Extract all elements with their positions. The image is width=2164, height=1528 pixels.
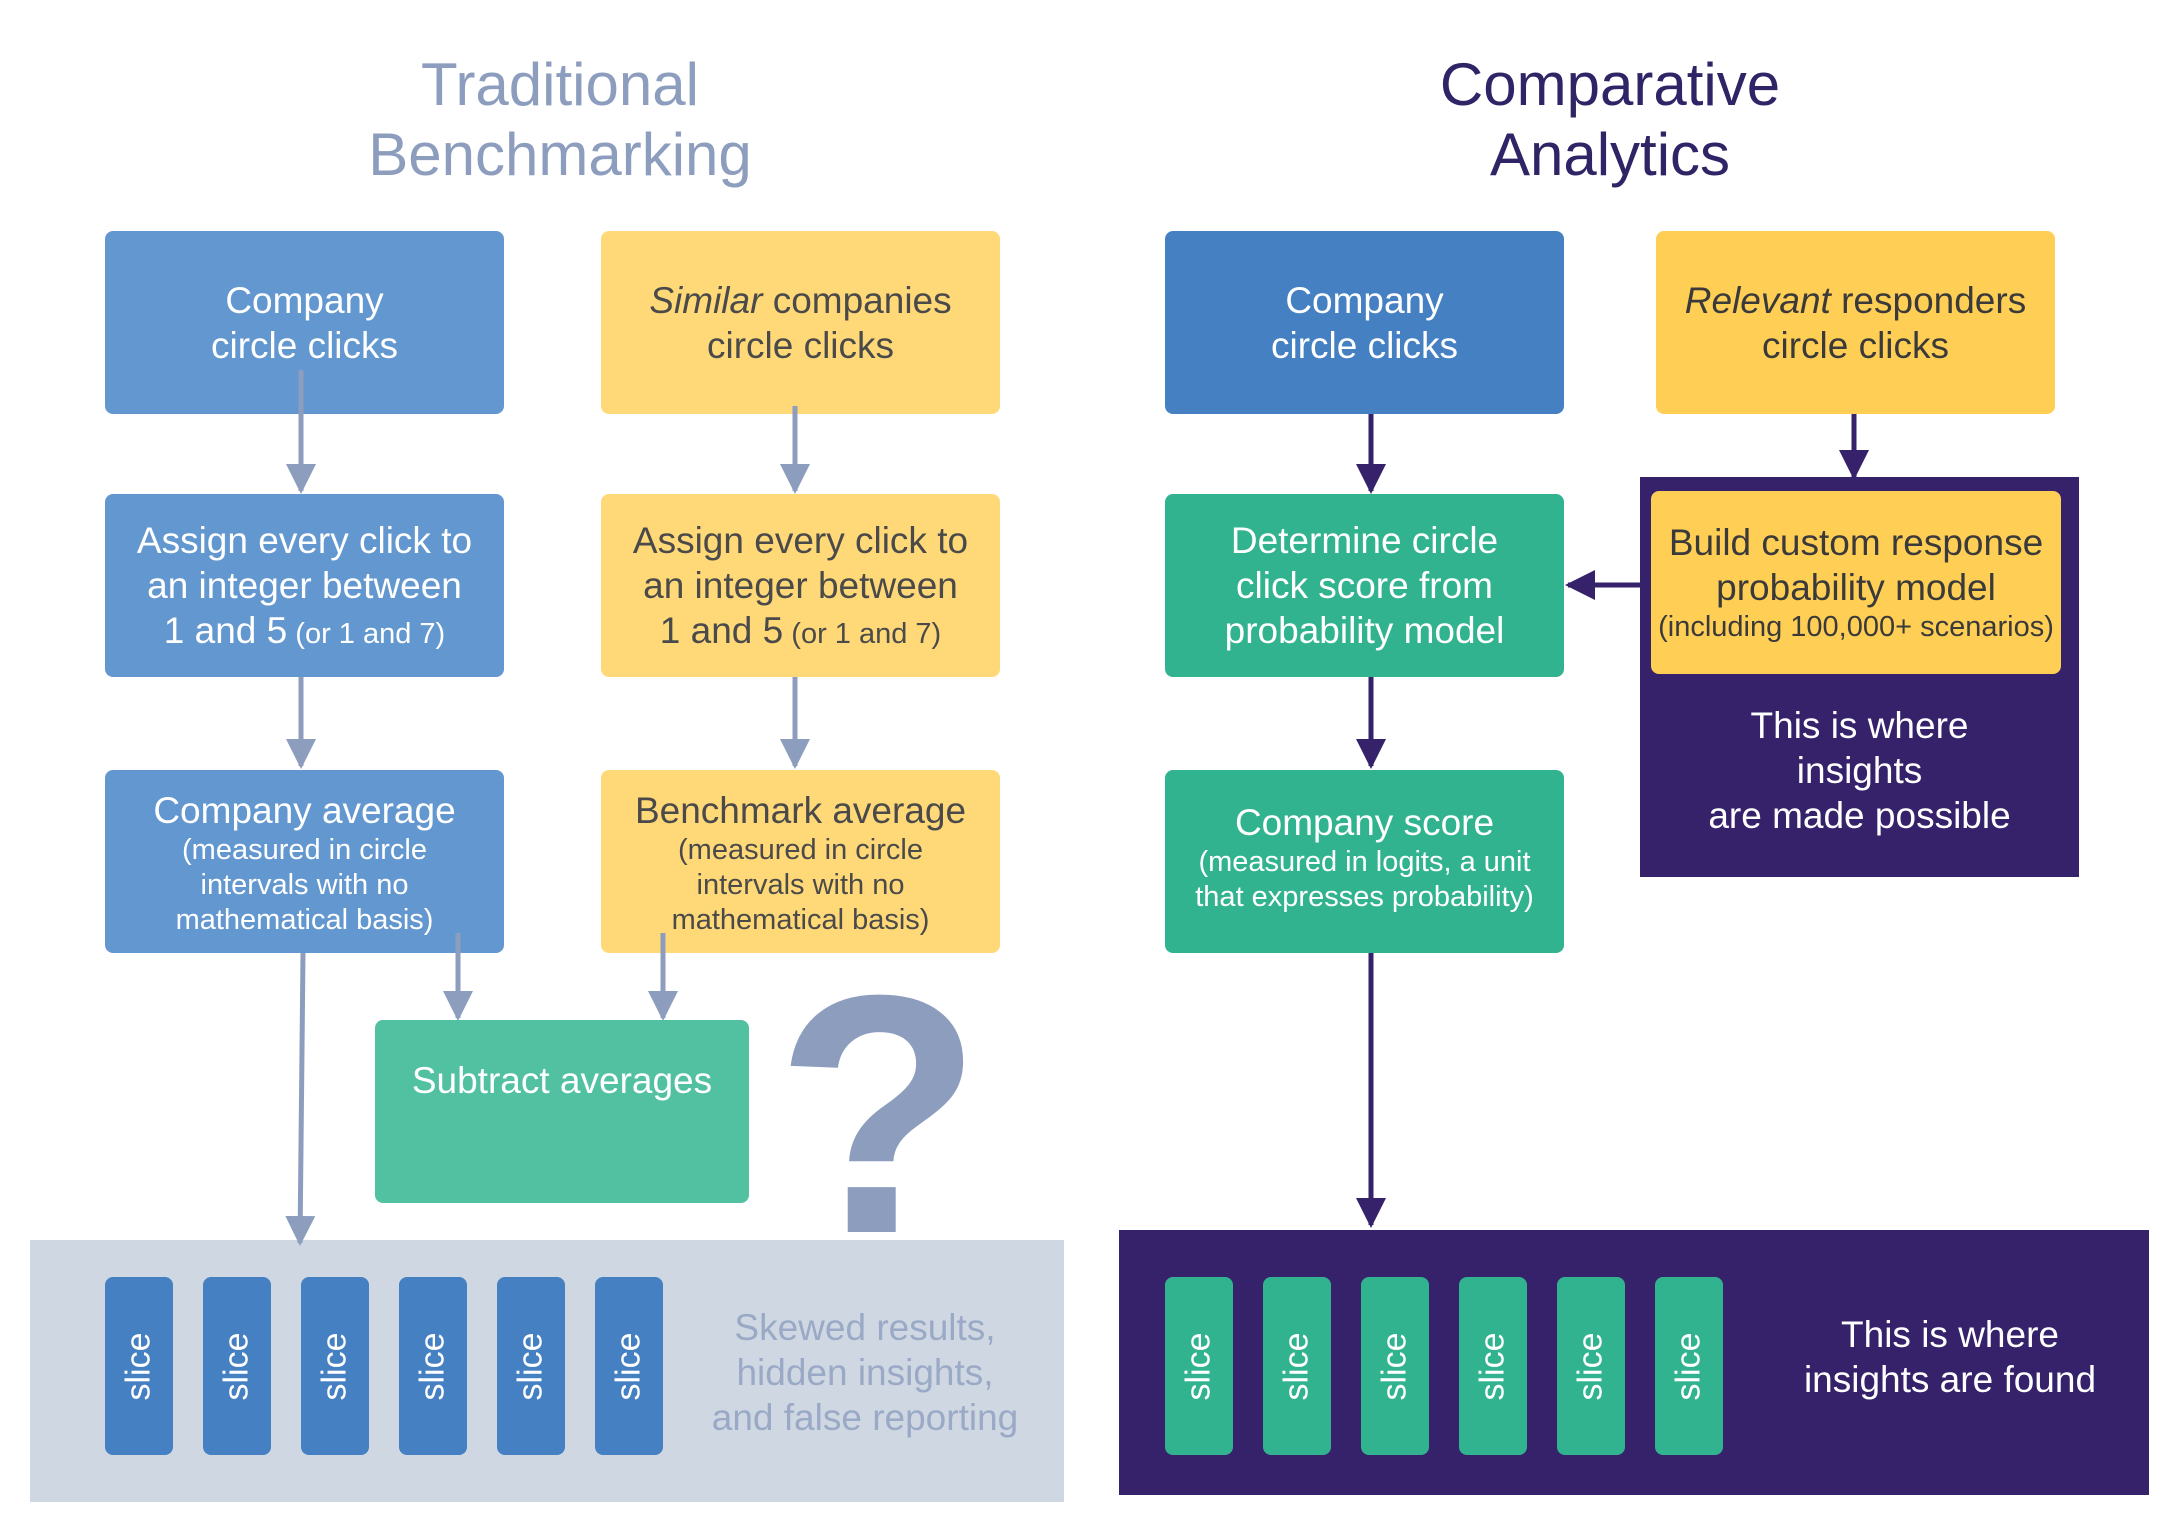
right-possible-line1: This is where [1750,705,1969,746]
left-assign-similar-line3: 1 and 5 [659,610,784,651]
left-result-line1: Skewed results, [734,1307,996,1348]
left-slice-4: slice [399,1277,467,1455]
left-company-clicks-line2: circle clicks [210,324,399,366]
right-slice-1: slice [1165,1277,1233,1455]
left-assign-similar-box: Assign every click to an integer between… [601,494,1000,677]
right-build-line1: Build custom response [1668,522,2044,563]
right-relevant-rest: responders [1830,279,2027,321]
left-assign-company-line2: an integer between [147,565,462,606]
left-slices: slice slice slice slice slice slice [105,1277,665,1455]
right-company-score-title: Company score [1234,802,1495,843]
right-slice-5: slice [1557,1277,1625,1455]
right-company-score-sub2: that expresses probability) [1195,881,1534,913]
right-relevant-clicks-box: Relevant responders circle clicks [1656,231,2055,414]
left-company-average-sub2: intervals with no [200,869,409,901]
left-company-clicks-box: Company circle clicks [105,231,504,414]
left-assign-similar-note: (or 1 and 7) [783,618,942,650]
left-assign-company-line3: 1 and 5 [163,610,288,651]
left-company-average-box: Company average (measured in circle inte… [105,770,504,953]
left-benchmark-average-sub3: mathematical basis) [671,904,930,936]
right-determine-box: Determine circle click score from probab… [1165,494,1564,677]
left-company-average-title: Company average [153,790,456,831]
right-company-clicks-box: Company circle clicks [1165,231,1564,414]
question-mark-icon: ? [775,925,983,1305]
left-assign-company-note: (or 1 and 7) [287,618,446,650]
right-title: Comparative Analytics [1340,50,1880,190]
right-build-line2: probability model [1716,567,1996,608]
left-similar-clicks-box: Similar companies circle clicks [601,231,1000,414]
right-build-box: Build custom response probability model … [1651,491,2061,674]
arrow-left-company-to-slices [285,952,316,1246]
right-found-line1: This is where [1841,1314,2059,1355]
left-title-line2: Benchmarking [368,121,752,188]
right-determine-line1: Determine circle [1230,520,1499,561]
left-benchmark-average-title: Benchmark average [634,790,967,831]
left-slice-3: slice [301,1277,369,1455]
right-company-clicks-line2: circle clicks [1270,324,1459,366]
left-assign-similar-line1: Assign every click to [632,520,969,561]
left-title-line1: Traditional [421,51,699,118]
right-determine-line3: probability model [1224,610,1505,651]
left-slice-5: slice [497,1277,565,1455]
left-assign-company-line1: Assign every click to [136,520,473,561]
left-result-line2: hidden insights, [736,1352,994,1393]
left-similar-italic: Similar [649,279,763,321]
right-company-score-box: Company score (measured in logits, a uni… [1165,770,1564,953]
right-slices: slice slice slice slice slice slice [1165,1277,1725,1455]
left-slice-2: slice [203,1277,271,1455]
left-title: Traditional Benchmarking [290,50,830,190]
right-relevant-italic: Relevant [1684,279,1831,321]
left-benchmark-average-sub1: (measured in circle [678,834,923,866]
right-determine-line2: click score from [1236,565,1493,606]
left-similar-rest: companies [762,279,952,321]
left-company-clicks-line1: Company [225,279,384,321]
right-slice-3: slice [1361,1277,1429,1455]
right-slice-2: slice [1263,1277,1331,1455]
right-relevant-clicks-line2: circle clicks [1761,324,1950,366]
left-benchmark-average-sub2: intervals with no [696,869,905,901]
right-slice-6: slice [1655,1277,1723,1455]
right-build-small: (including 100,000+ scenarios) [1658,611,2054,643]
left-company-average-sub3: mathematical basis) [175,904,434,936]
right-possible-line2: insights [1796,750,1923,791]
right-possible-caption: This is where insights are made possible [1640,703,2079,838]
left-similar-clicks-line2: circle clicks [706,324,895,366]
left-slice-1: slice [105,1277,173,1455]
left-result-line3: and false reporting [711,1397,1019,1438]
left-assign-similar-line2: an integer between [643,565,958,606]
left-subtract-box: Subtract averages [375,1020,749,1203]
left-benchmark-average-box: Benchmark average (measured in circle in… [601,770,1000,953]
left-company-average-sub1: (measured in circle [182,834,427,866]
left-slice-6: slice [595,1277,663,1455]
right-company-clicks-line1: Company [1285,279,1444,321]
right-found-line2: insights are found [1803,1359,2097,1400]
left-assign-company-box: Assign every click to an integer between… [105,494,504,677]
right-company-score-sub1: (measured in logits, a unit [1198,846,1531,878]
right-slice-4: slice [1459,1277,1527,1455]
left-result-caption: Skewed results, hidden insights, and fal… [690,1305,1040,1440]
right-possible-line3: are made possible [1708,795,2011,836]
right-found-caption: This is where insights are found [1770,1312,2130,1402]
right-title-line1: Comparative [1439,51,1781,118]
right-title-line2: Analytics [1489,121,1731,188]
left-subtract-label: Subtract averages [411,1060,713,1101]
